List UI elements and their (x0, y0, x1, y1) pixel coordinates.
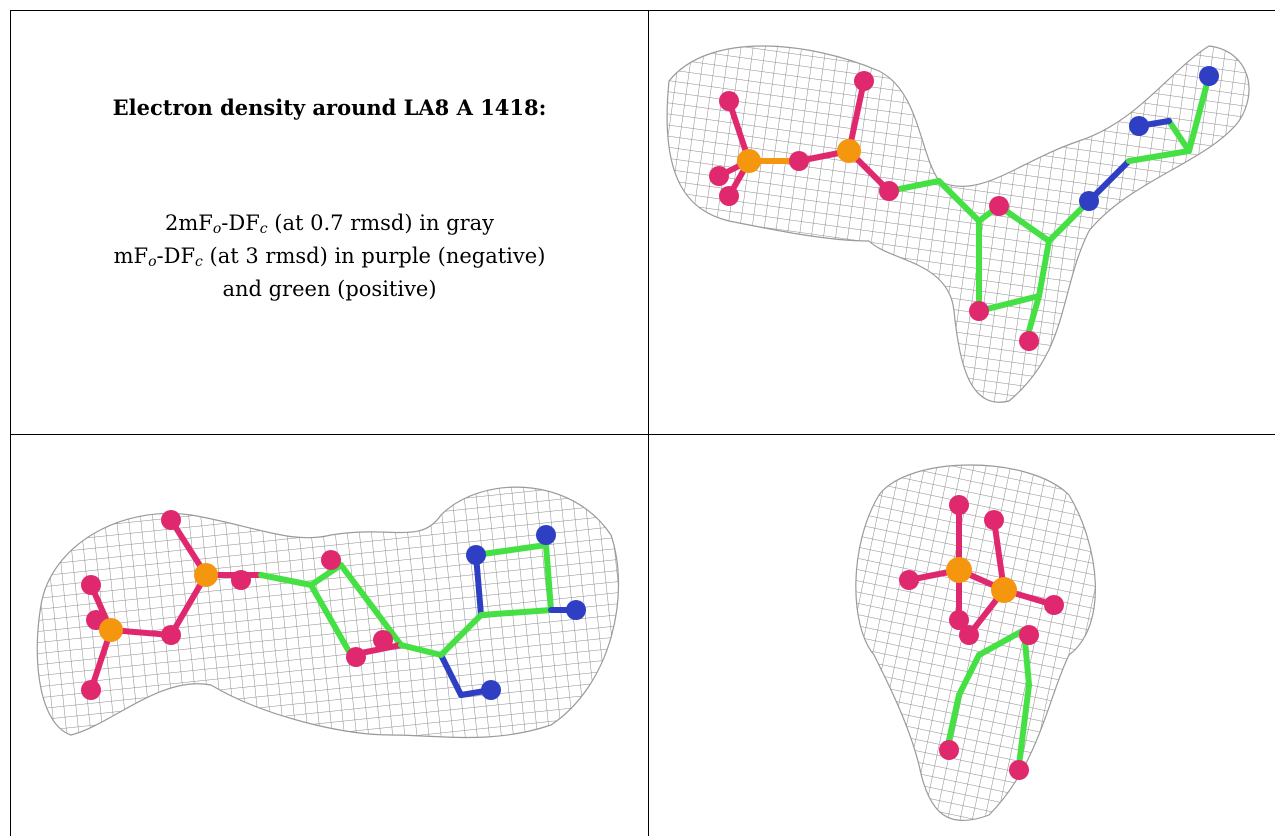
caption-legend: 2mFo-DFc (at 0.7 rmsd) in gray mFo-DFc (… (11, 207, 648, 306)
table-border-left (10, 10, 11, 836)
legend-1-suffix: (at 0.7 rmsd) in gray (267, 211, 495, 235)
ligand-model (709, 66, 1219, 351)
density-mesh (855, 464, 1096, 822)
legend-1-sub-o: o (212, 221, 222, 237)
ligand-model (81, 510, 586, 700)
density-view-2-image (36, 486, 620, 739)
legend-2-mid: -DF (156, 244, 196, 268)
legend-2-sub-o: o (148, 254, 157, 270)
density-mesh (666, 45, 1250, 403)
caption-title: Electron density around LA8 A 1418: (112, 95, 547, 120)
table-divider-horizontal (10, 434, 1275, 435)
ligand-model (899, 495, 1064, 780)
legend-2-suffix: (at 3 rmsd) in purple (negative) (202, 244, 546, 268)
legend-2-prefix: mF (113, 244, 149, 268)
legend-line-1: 2mFo-DFc (at 0.7 rmsd) in gray (11, 207, 648, 240)
density-view-2 (11, 435, 648, 836)
figure-table: Electron density around LA8 A 1418: 2mFo… (10, 10, 1275, 836)
legend-2-sub-c: c (195, 254, 203, 270)
legend-line-2: mFo-DFc (at 3 rmsd) in purple (negative) (11, 240, 648, 273)
table-border-top (10, 10, 1275, 11)
density-view-3 (649, 435, 1275, 836)
density-view-1 (649, 11, 1275, 434)
legend-line-3: and green (positive) (222, 277, 437, 301)
caption-cell: Electron density around LA8 A 1418: 2mFo… (11, 11, 648, 434)
density-view-1-image (666, 45, 1250, 403)
legend-1-prefix: 2mF (164, 211, 213, 235)
density-view-3-image (855, 464, 1096, 822)
table-divider-vertical (648, 10, 649, 836)
legend-1-mid: -DF (221, 211, 260, 235)
legend-1-sub-c: c (259, 221, 268, 237)
